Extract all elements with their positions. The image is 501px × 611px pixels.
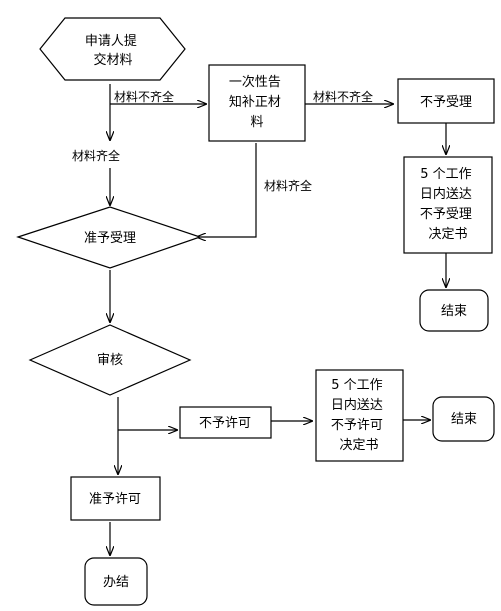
node-complete-label: 办结 — [103, 575, 129, 590]
edge-label-incomplete-1: 材料不齐全 — [114, 89, 174, 104]
node-end-2: 结束 — [432, 396, 495, 442]
node-grant-permit-label: 准予许可 — [89, 492, 141, 507]
node-complete: 办结 — [84, 557, 148, 606]
edge-labels: 材料不齐全 材料齐全 材料不齐全 材料齐全 — [72, 89, 373, 193]
node-reject-permit-label: 不予许可 — [199, 416, 251, 431]
node-apply: 申请人提 交材料 — [39, 17, 186, 81]
node-reject-permit-notice-label: 5 个工作 日内送达 不予许可 决定书 — [331, 378, 387, 453]
node-supplement-label: 一次性告 知补正材 料 — [229, 74, 285, 130]
node-apply-label: 申请人提 交材料 — [85, 33, 141, 68]
edge-label-complete-materials: 材料齐全 — [72, 148, 120, 163]
node-grant-permit: 准予许可 — [70, 476, 161, 521]
node-end-1: 结束 — [419, 289, 489, 332]
edge-label-complete-after-supplement: 材料齐全 — [264, 178, 312, 193]
connector-supplement-to-accept — [197, 143, 257, 237]
node-end-1-label: 结束 — [441, 304, 467, 319]
node-reject-accept-notice: 5 个工作 日内送达 不予受理 决定书 — [403, 156, 493, 254]
node-reject-accept-label: 不予受理 — [420, 95, 472, 110]
node-reject-permit: 不予许可 — [179, 406, 272, 439]
connectors — [110, 84, 446, 555]
node-reject-accept: 不予受理 — [397, 78, 495, 124]
node-review: 审核 — [28, 324, 192, 396]
node-review-label: 审核 — [97, 353, 123, 368]
node-supplement: 一次性告 知补正材 料 — [208, 64, 306, 142]
node-accept: 准予受理 — [16, 206, 202, 269]
node-reject-accept-notice-label: 5 个工作 日内送达 不予受理 决定书 — [420, 167, 476, 242]
edge-label-incomplete-2: 材料不齐全 — [313, 89, 373, 104]
node-reject-permit-notice: 5 个工作 日内送达 不予许可 决定书 — [315, 369, 404, 462]
node-end-2-label: 结束 — [451, 412, 477, 427]
node-accept-label: 准予受理 — [84, 231, 136, 246]
